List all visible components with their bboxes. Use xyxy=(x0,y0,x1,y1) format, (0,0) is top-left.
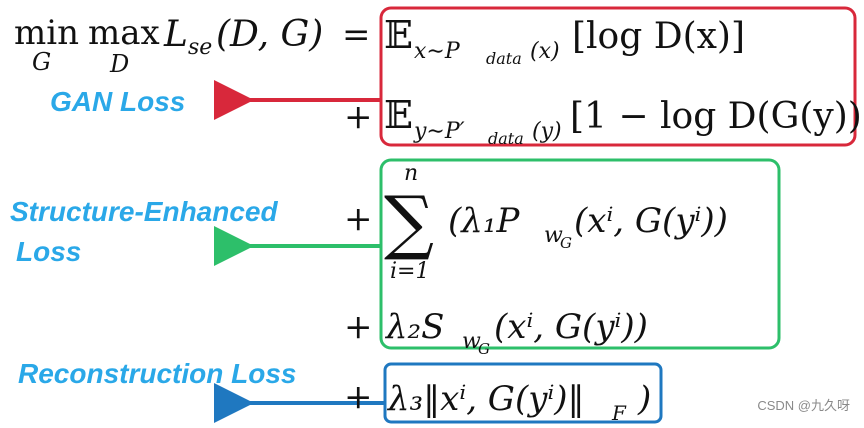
sum-upper-limit: n xyxy=(404,161,418,186)
structure-term-1-tail: (xⁱ, G(yⁱ)) xyxy=(574,201,728,241)
structure-loss-label-line2: Loss xyxy=(16,236,82,267)
structure-term-2-tail: (xⁱ, G(yⁱ)) xyxy=(494,307,648,347)
structure-loss-box xyxy=(379,158,781,350)
reconstruction-loss-box xyxy=(383,362,663,424)
expectation-symbol-2: 𝔼 xyxy=(384,93,413,137)
structure-term-2-body: λ₂S xyxy=(384,307,444,347)
sum-symbol: ∑ xyxy=(384,181,434,263)
reconstruction-term-subscript: F xyxy=(611,401,627,424)
structure-term-2-subsubscript: G xyxy=(478,340,490,358)
expectation-1-body: [log D(x)] xyxy=(572,16,745,57)
expectation-2-subtail: (y) xyxy=(532,119,562,144)
expectation-2-subscript: y∼P′ xyxy=(413,119,465,144)
max-subscript: D xyxy=(109,50,129,78)
structure-term-1-body: (λ₁P xyxy=(448,201,520,241)
max-operator: max xyxy=(88,13,160,53)
plus-sign-1: + xyxy=(344,97,373,137)
structure-term-1-subsubscript: G xyxy=(560,234,572,252)
gan-loss-box xyxy=(379,6,857,147)
expectation-1-subtail: (x) xyxy=(530,39,560,64)
reconstruction-term-body: λ₃‖xⁱ, G(yⁱ)‖ xyxy=(386,379,585,419)
structure-term-1-subscript: w xyxy=(544,223,563,248)
equals-sign: = xyxy=(342,15,371,55)
sum-lower-limit: i=1 xyxy=(390,259,429,284)
loss-function-args: (D, G) xyxy=(216,14,323,55)
expectation-2-body: [1 − log D(G(y))] xyxy=(570,96,864,137)
loss-function-symbol: L xyxy=(163,14,188,55)
gan-loss-label: GAN Loss xyxy=(50,86,186,117)
min-subscript: G xyxy=(32,48,51,76)
expectation-2-subsubscript: data xyxy=(488,129,524,148)
plus-sign-4: + xyxy=(344,377,373,417)
min-operator: min xyxy=(14,13,79,53)
expectation-1-subscript: x∼P xyxy=(414,39,461,64)
plus-sign-3: + xyxy=(344,307,373,347)
expectation-1-subsubscript: data xyxy=(486,49,522,68)
watermark: CSDN @九久呀 xyxy=(757,398,850,413)
reconstruction-loss-label: Reconstruction Loss xyxy=(18,358,297,389)
structure-term-2-subscript: w xyxy=(462,329,481,354)
expectation-symbol-1: 𝔼 xyxy=(384,13,413,57)
structure-loss-label-line1: Structure-Enhanced xyxy=(10,196,278,227)
loss-function-subscript: se xyxy=(188,35,212,60)
plus-sign-2: + xyxy=(344,199,373,239)
reconstruction-term-tail: ) xyxy=(637,379,651,419)
